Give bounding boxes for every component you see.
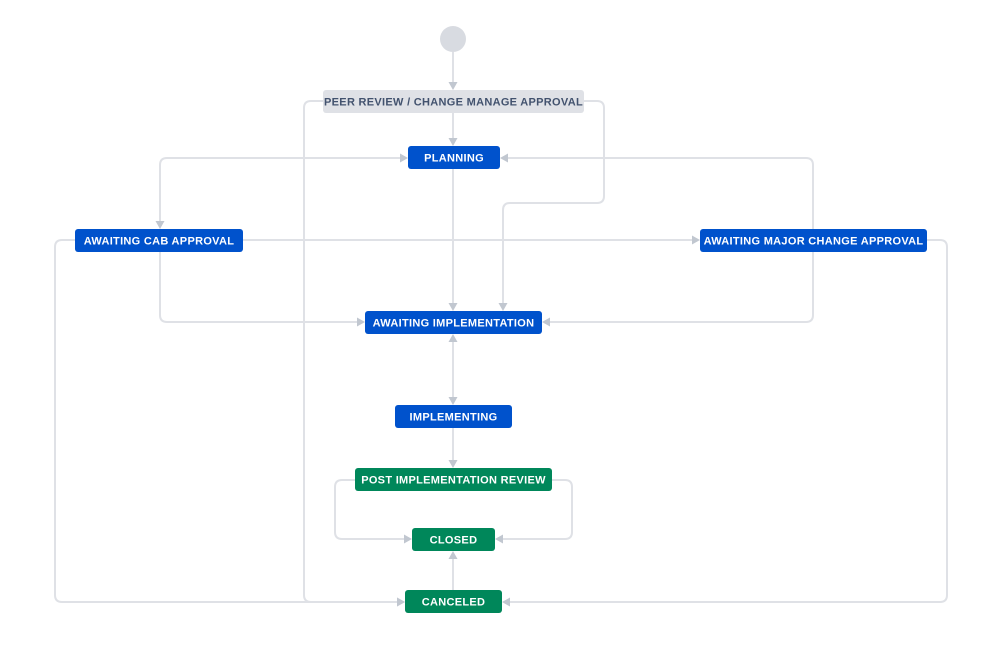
transition-line [509, 239, 948, 603]
arrowhead-icon [495, 534, 503, 544]
transition-line [303, 100, 398, 603]
transition-awaiting-major-to-awaiting-implementation[interactable] [542, 252, 814, 327]
status-canceled[interactable]: CANCELED [405, 590, 502, 613]
transition-peer-review-to-canceled[interactable] [303, 100, 405, 607]
transition-awaiting-cab-to-awaiting-major-change[interactable] [243, 235, 700, 245]
arrowhead-icon [155, 221, 165, 229]
status-awaiting-major-change-approval[interactable]: AWAITING MAJOR CHANGE APPROVAL [700, 229, 927, 252]
transition-line [507, 157, 814, 229]
status-box [700, 229, 927, 252]
transition-peer-review-to-awaiting-implementation[interactable] [498, 100, 605, 311]
arrowhead-icon [448, 303, 458, 311]
status-planning[interactable]: PLANNING [408, 146, 500, 169]
transition-awaiting-cab-to-awaiting-implementation[interactable] [159, 252, 365, 327]
status-box [412, 528, 495, 551]
transition-post-implementation-review-to-closed-left[interactable] [334, 479, 412, 544]
transition-awaiting-major-change-approval-to-planning[interactable] [500, 153, 814, 230]
arrowhead-icon [692, 235, 700, 245]
arrowhead-icon [448, 460, 458, 468]
status-box [365, 311, 542, 334]
status-peer-review-change-manage-approval[interactable]: PEER REVIEW / CHANGE MANAGE APPROVAL [323, 90, 584, 113]
status-closed[interactable]: CLOSED [412, 528, 495, 551]
status-awaiting-cab-approval[interactable]: AWAITING CAB APPROVAL [75, 229, 243, 252]
transition-line [159, 157, 401, 222]
arrowhead-icon [498, 303, 508, 311]
arrowhead-icon [500, 153, 508, 163]
transition-start-to-peer-review[interactable] [448, 52, 458, 90]
status-box [395, 405, 512, 428]
arrowhead-icon [502, 597, 510, 607]
arrowhead-icon [448, 397, 458, 405]
transition-planning-awaiting-cab-approval[interactable] [155, 153, 409, 230]
status-implementing[interactable]: IMPLEMENTING [395, 405, 512, 428]
transition-implementing-to-post-implementation-review[interactable] [448, 428, 458, 468]
arrowhead-icon [448, 82, 458, 90]
status-box [408, 146, 500, 169]
arrowhead-icon [448, 334, 458, 342]
status-box [323, 90, 584, 113]
transition-awaiting-cab-to-canceled[interactable] [54, 239, 405, 607]
start-node[interactable] [440, 26, 466, 52]
transition-line [549, 252, 814, 323]
transition-line [334, 479, 405, 540]
transition-peer-review-to-planning[interactable] [448, 113, 458, 146]
transition-line [502, 479, 573, 540]
status-box [355, 468, 552, 491]
transition-line [54, 239, 398, 603]
transition-awaiting-implementation-implementing[interactable] [448, 334, 458, 405]
arrowhead-icon [448, 138, 458, 146]
transition-line [159, 252, 358, 323]
transition-post-implementation-review-to-closed-right[interactable] [495, 479, 573, 544]
arrowhead-icon [357, 317, 365, 327]
status-post-implementation-review[interactable]: POST IMPLEMENTATION REVIEW [355, 468, 552, 491]
transition-canceled-to-closed[interactable] [448, 551, 458, 590]
transition-line [502, 100, 605, 304]
transition-planning-to-awaiting-implementation[interactable] [448, 169, 458, 311]
arrowhead-icon [448, 551, 458, 559]
arrowhead-icon [542, 317, 550, 327]
status-box [75, 229, 243, 252]
arrowhead-icon [404, 534, 412, 544]
arrowhead-icon [400, 153, 408, 163]
arrowhead-icon [397, 597, 405, 607]
transition-awaiting-major-to-canceled[interactable] [502, 239, 948, 607]
status-box [405, 590, 502, 613]
status-awaiting-implementation[interactable]: AWAITING IMPLEMENTATION [365, 311, 542, 334]
